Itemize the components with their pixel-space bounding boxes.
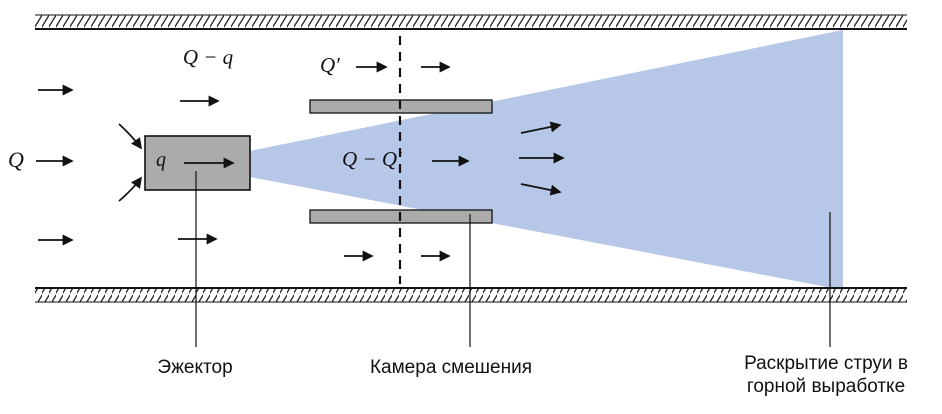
flow-arrow-curved [118,176,142,202]
label-total-inflow-Q: Q [8,147,24,172]
label-residual-Q-minus-Q-prime: Q − Q′ [342,147,402,171]
flow-arrow-curved [118,123,142,150]
flow-arrow [520,121,562,134]
label-bypass-Q-minus-q: Q − q [182,45,234,69]
label-induced-Q-prime: Q′ [320,53,340,77]
jet-shape [250,30,843,290]
label-ejector-flow-q: q [156,149,166,171]
flow-arrows [36,61,565,262]
bottom-wall-hatch [35,288,907,302]
callout-ejector-caption: Эжектор [157,357,233,378]
top-wall-hatch [35,15,907,29]
bottom-wall [35,287,907,303]
top-wall [35,14,907,30]
flow-arrow [520,183,562,196]
callout-jet-expansion-caption: Раскрытие струи в горной выработке [744,353,908,398]
callout-mixing-chamber-caption: Камера смешения [369,357,532,378]
callout-lines [195,171,831,347]
